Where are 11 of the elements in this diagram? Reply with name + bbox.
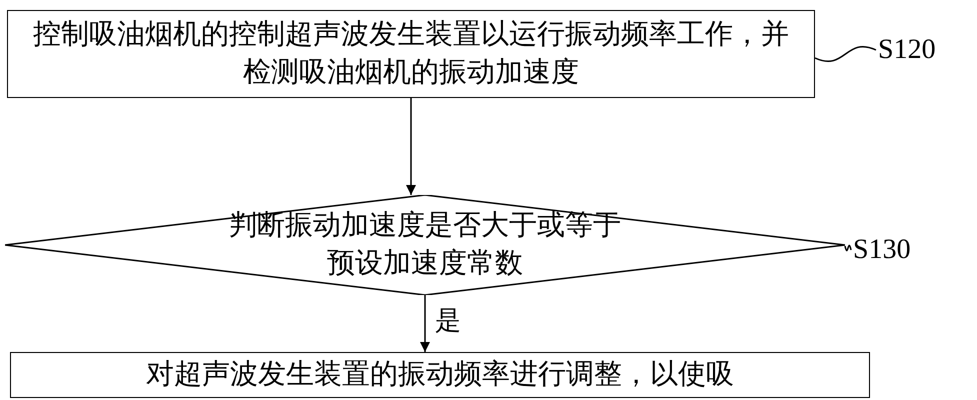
arrow	[420, 295, 430, 352]
step-label: S130	[853, 232, 945, 268]
process-box	[7, 10, 815, 98]
edge-label: 是	[435, 308, 461, 334]
process-text: 对超声波发生装置的振动频率进行调整，以使吸	[146, 358, 734, 392]
step-label: S120	[878, 32, 970, 68]
process-box	[10, 352, 870, 398]
arrow	[406, 98, 416, 195]
process-text: 控制吸油烟机的控制超声波发生装置以运行振动频率工作，并检测吸油烟机的振动加速度	[32, 18, 790, 90]
leader-line	[814, 46, 876, 62]
leader-line	[844, 245, 852, 251]
